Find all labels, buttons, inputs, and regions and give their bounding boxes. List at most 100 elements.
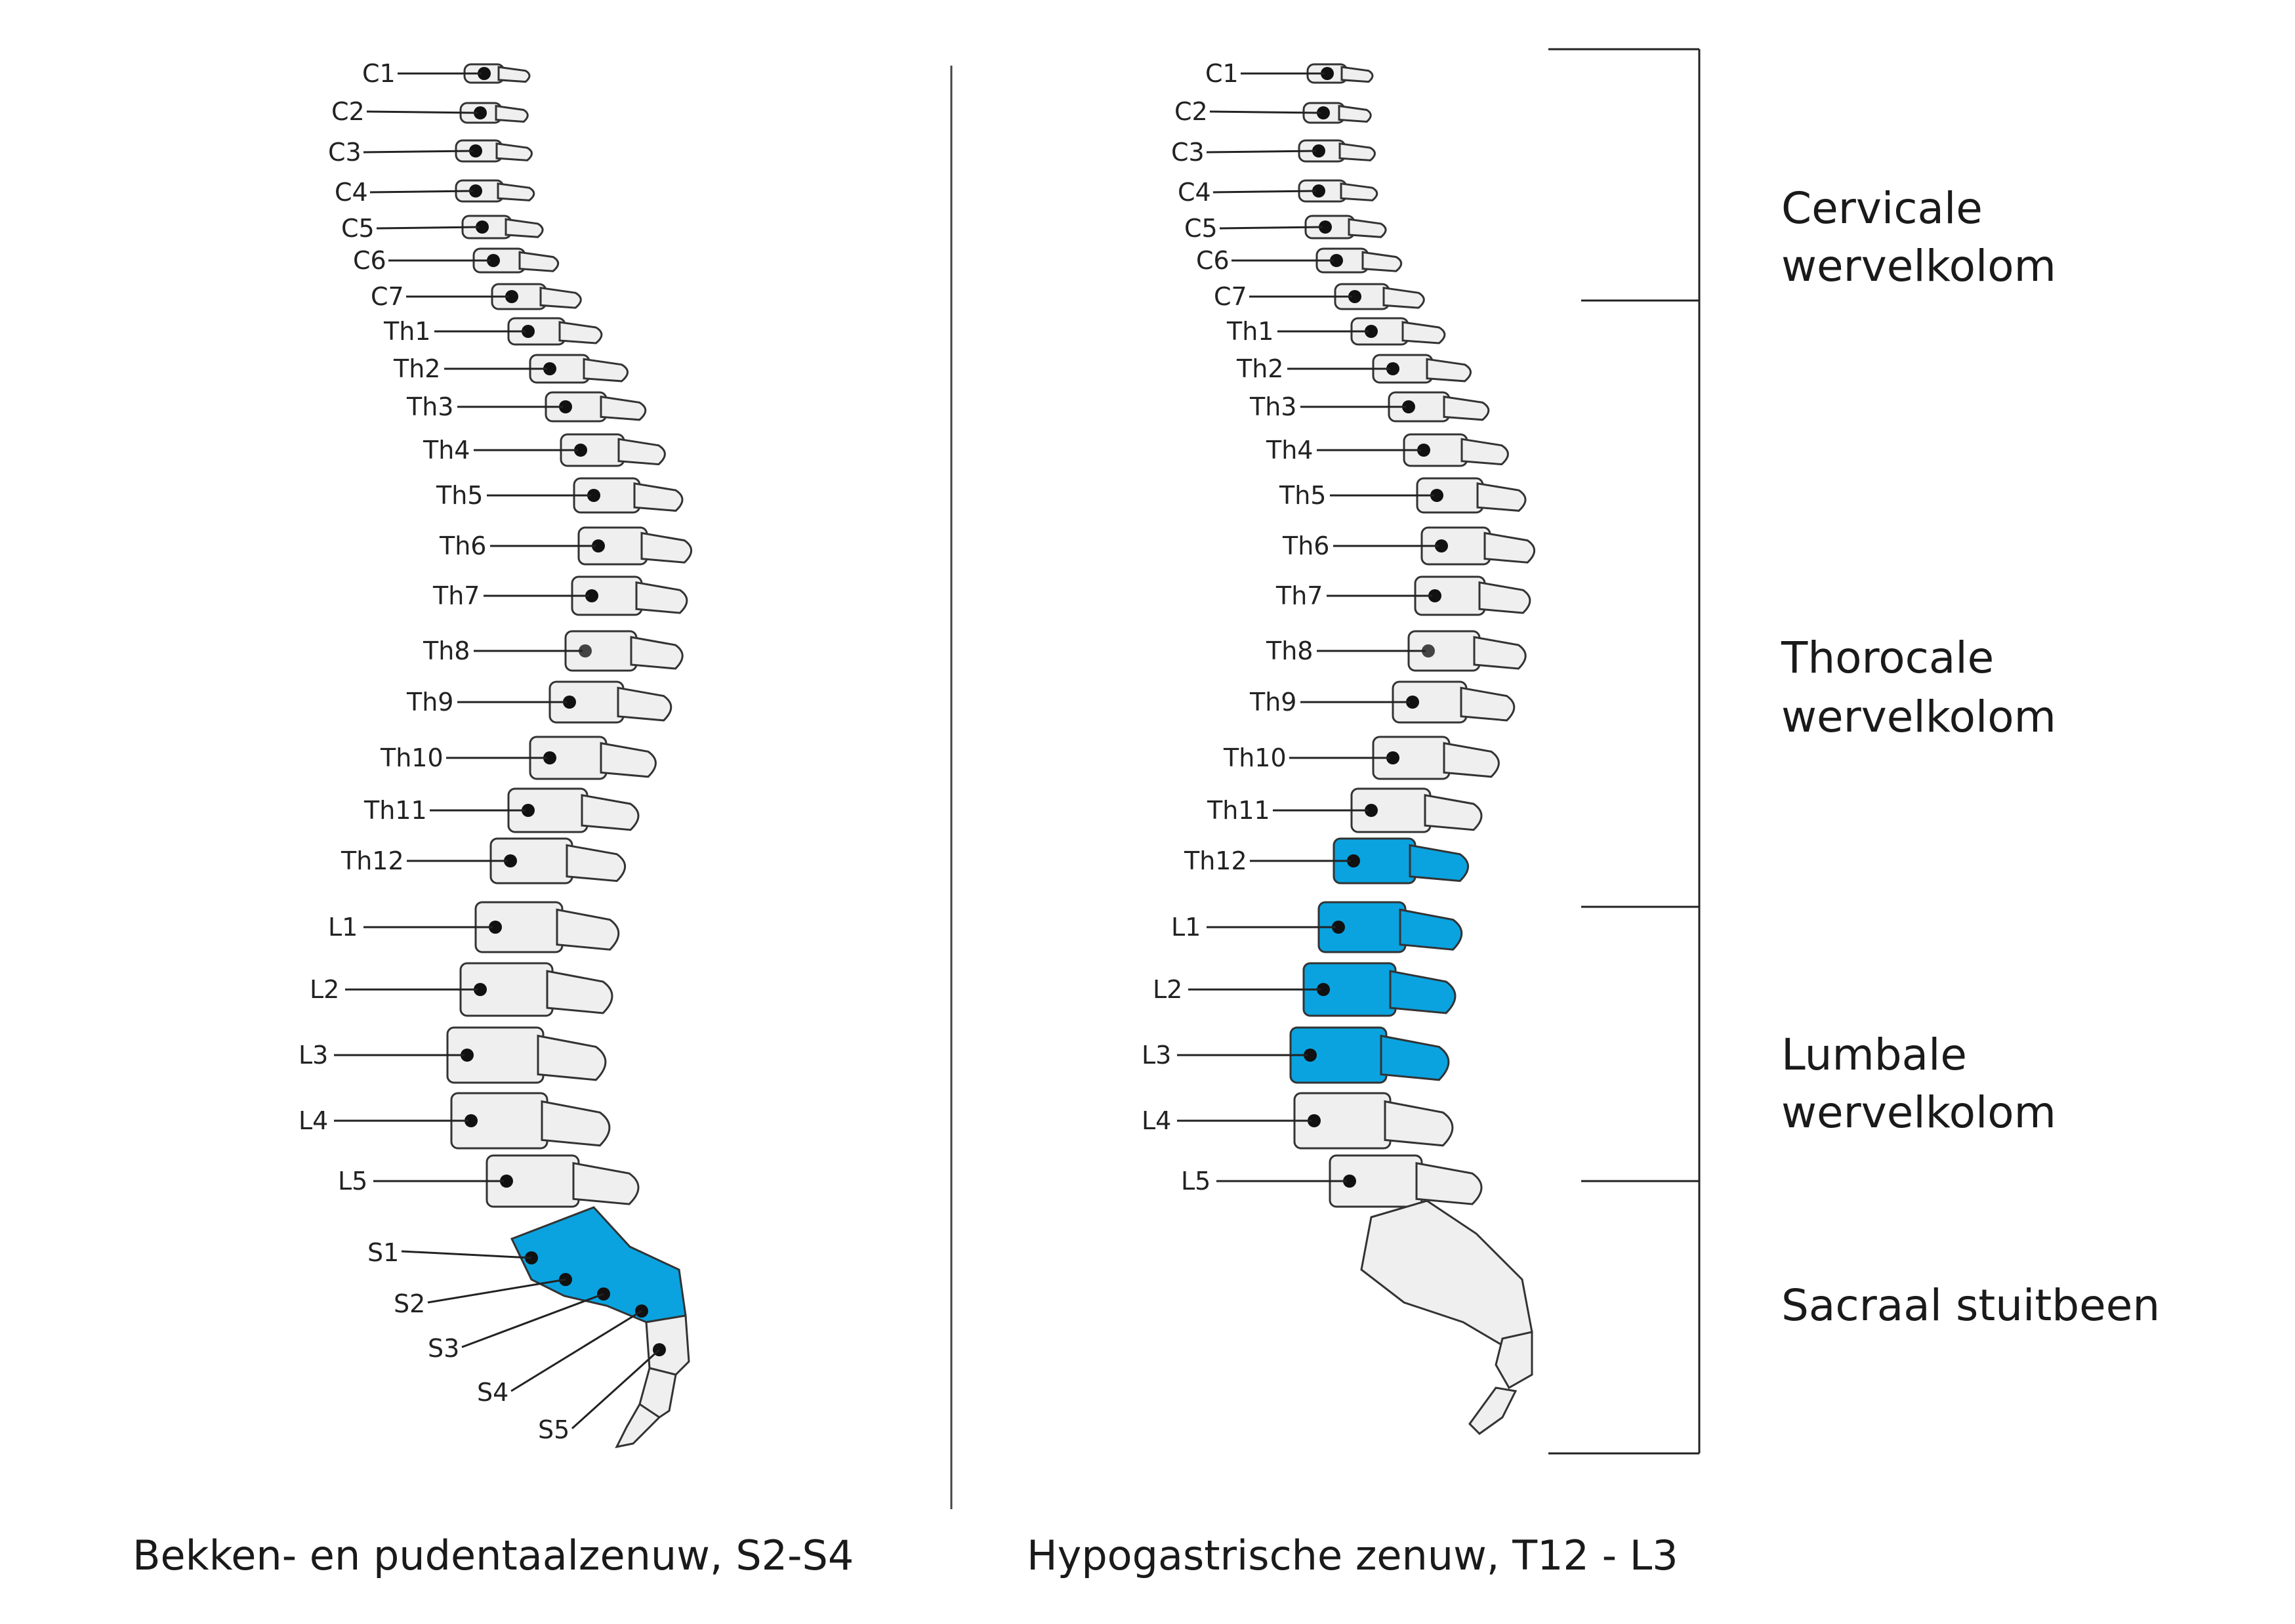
vertebra-label-th2: Th2 <box>393 354 440 383</box>
vertebra-th7: Th7 <box>1275 575 1531 616</box>
vertebra-label-c3: C3 <box>1171 138 1205 167</box>
sacral-label-s5: S5 <box>538 1415 569 1444</box>
vertebra-label-th10: Th10 <box>380 743 444 772</box>
vertebra-label-th11: Th11 <box>1207 796 1270 825</box>
vertebra-label-th9: Th9 <box>1249 688 1296 717</box>
vertebra-label-th12: Th12 <box>341 846 404 875</box>
vertebra-l2: L2 <box>310 962 613 1017</box>
vertebra-l1: L1 <box>1171 901 1463 953</box>
vertebra-label-l3: L3 <box>1142 1041 1171 1070</box>
region-cervical-line2: wervelkolom <box>1781 241 2056 291</box>
vertebra-label-th11: Th11 <box>363 796 427 825</box>
vertebra-label-l1: L1 <box>1171 913 1201 942</box>
vertebra-label-th4: Th4 <box>423 436 470 465</box>
vertebra-th4: Th4 <box>1266 433 1509 467</box>
region-lumbar-line1: Lumbale <box>1781 1030 1967 1080</box>
vertebra-label-l5: L5 <box>338 1167 367 1196</box>
vertebra-c1: C1 <box>1205 59 1374 88</box>
vertebra-label-th3: Th3 <box>1249 392 1296 421</box>
vertebra-th10: Th10 <box>1223 736 1500 780</box>
vertebra-label-th8: Th8 <box>423 636 470 665</box>
vertebra-th5: Th5 <box>1279 477 1527 514</box>
vertebra-label-c7: C7 <box>371 282 404 311</box>
vertebra-label-c7: C7 <box>1214 282 1247 311</box>
vertebra-th4: Th4 <box>423 433 666 467</box>
vertebra-c5: C5 <box>341 214 544 243</box>
vertebra-label-c2: C2 <box>1174 97 1208 126</box>
vertebra-label-l3: L3 <box>299 1041 328 1070</box>
vertebra-c2: C2 <box>1174 97 1372 126</box>
vertebra-c6: C6 <box>1196 246 1403 275</box>
vertebra-th12: Th12 <box>1184 837 1470 885</box>
vertebra-label-th8: Th8 <box>1266 636 1313 665</box>
vertebra-label-th12: Th12 <box>1184 846 1247 875</box>
vertebra-label-c1: C1 <box>362 59 396 88</box>
vertebra-c1: C1 <box>362 59 531 88</box>
vertebra-th2: Th2 <box>393 354 629 384</box>
vertebra-label-th2: Th2 <box>1236 354 1283 383</box>
vertebra-l5: L5 <box>338 1154 640 1208</box>
right-caption: Hypogastrische zenuw, T12 - L3 <box>1027 1531 1678 1579</box>
sacral-label-s3: S3 <box>428 1334 459 1363</box>
vertebra-label-l2: L2 <box>1153 975 1182 1004</box>
vertebra-l4: L4 <box>299 1092 611 1150</box>
left-caption: Bekken- en pudentaalzenuw, S2-S4 <box>133 1531 854 1579</box>
vertebra-label-c2: C2 <box>331 97 365 126</box>
right-spine: C1C2C3C4C5C6C7Th1Th2Th3Th4Th5Th6Th7Th8Th… <box>1142 59 1536 1435</box>
vertebra-label-l2: L2 <box>310 975 339 1004</box>
vertebra-label-l4: L4 <box>299 1106 328 1135</box>
vertebra-th12: Th12 <box>341 837 627 885</box>
region-cervical-line1: Cervicale <box>1781 183 1983 234</box>
vertebra-c7: C7 <box>1214 282 1425 311</box>
vertebra-label-th10: Th10 <box>1223 743 1287 772</box>
sacral-label-s2: S2 <box>394 1289 425 1318</box>
vertebra-th9: Th9 <box>406 680 672 724</box>
vertebra-th8: Th8 <box>423 630 684 672</box>
vertebra-c3: C3 <box>328 138 533 167</box>
vertebra-label-th7: Th7 <box>1275 581 1323 610</box>
sacrum-right <box>1360 1199 1533 1435</box>
vertebra-label-c1: C1 <box>1205 59 1239 88</box>
vertebra-th1: Th1 <box>1226 317 1446 346</box>
vertebra-label-th5: Th5 <box>436 481 483 510</box>
vertebra-label-c5: C5 <box>1184 214 1218 243</box>
vertebra-label-c6: C6 <box>353 246 386 275</box>
vertebra-th1: Th1 <box>383 317 603 346</box>
vertebra-th10: Th10 <box>380 736 657 780</box>
vertebra-th5: Th5 <box>436 477 684 514</box>
vertebra-th7: Th7 <box>432 575 688 616</box>
region-bracket <box>1548 48 1701 1455</box>
vertebra-label-th4: Th4 <box>1266 436 1313 465</box>
vertebra-c6: C6 <box>353 246 560 275</box>
vertebra-th2: Th2 <box>1236 354 1472 384</box>
vertebra-label-th6: Th6 <box>439 531 486 560</box>
vertebra-l3: L3 <box>1142 1026 1450 1084</box>
sacral-label-s1: S1 <box>367 1238 399 1267</box>
left-spine: C1C2C3C4C5C6C7Th1Th2Th3Th4Th5Th6Th7Th8Th… <box>299 59 693 1449</box>
vertebra-l3: L3 <box>299 1026 607 1084</box>
vertebra-label-th1: Th1 <box>383 317 430 346</box>
vertebra-th3: Th3 <box>1249 391 1490 423</box>
vertebra-c4: C4 <box>335 178 535 207</box>
vertebra-th8: Th8 <box>1266 630 1527 672</box>
vertebra-l4: L4 <box>1142 1092 1454 1150</box>
vertebra-label-c4: C4 <box>1178 178 1211 207</box>
region-thoracic-line1: Thorocale <box>1781 633 1994 683</box>
vertebra-c2: C2 <box>331 97 529 126</box>
vertebra-label-c3: C3 <box>328 138 362 167</box>
region-thoracic-line2: wervelkolom <box>1781 692 2056 742</box>
vertebra-th6: Th6 <box>439 526 693 566</box>
sacral-label-s4: S4 <box>477 1378 508 1407</box>
vertebra-th9: Th9 <box>1249 680 1516 724</box>
vertebra-label-th7: Th7 <box>432 581 480 610</box>
vertebra-label-th5: Th5 <box>1279 481 1326 510</box>
region-sacral-line1: Sacraal stuitbeen <box>1781 1280 2160 1331</box>
region-lumbar-line2: wervelkolom <box>1781 1087 2056 1138</box>
vertebra-l1: L1 <box>328 901 620 953</box>
vertebra-label-c6: C6 <box>1196 246 1230 275</box>
vertebra-label-c5: C5 <box>341 214 375 243</box>
vertebra-c7: C7 <box>371 282 582 311</box>
vertebra-th11: Th11 <box>1207 787 1483 833</box>
